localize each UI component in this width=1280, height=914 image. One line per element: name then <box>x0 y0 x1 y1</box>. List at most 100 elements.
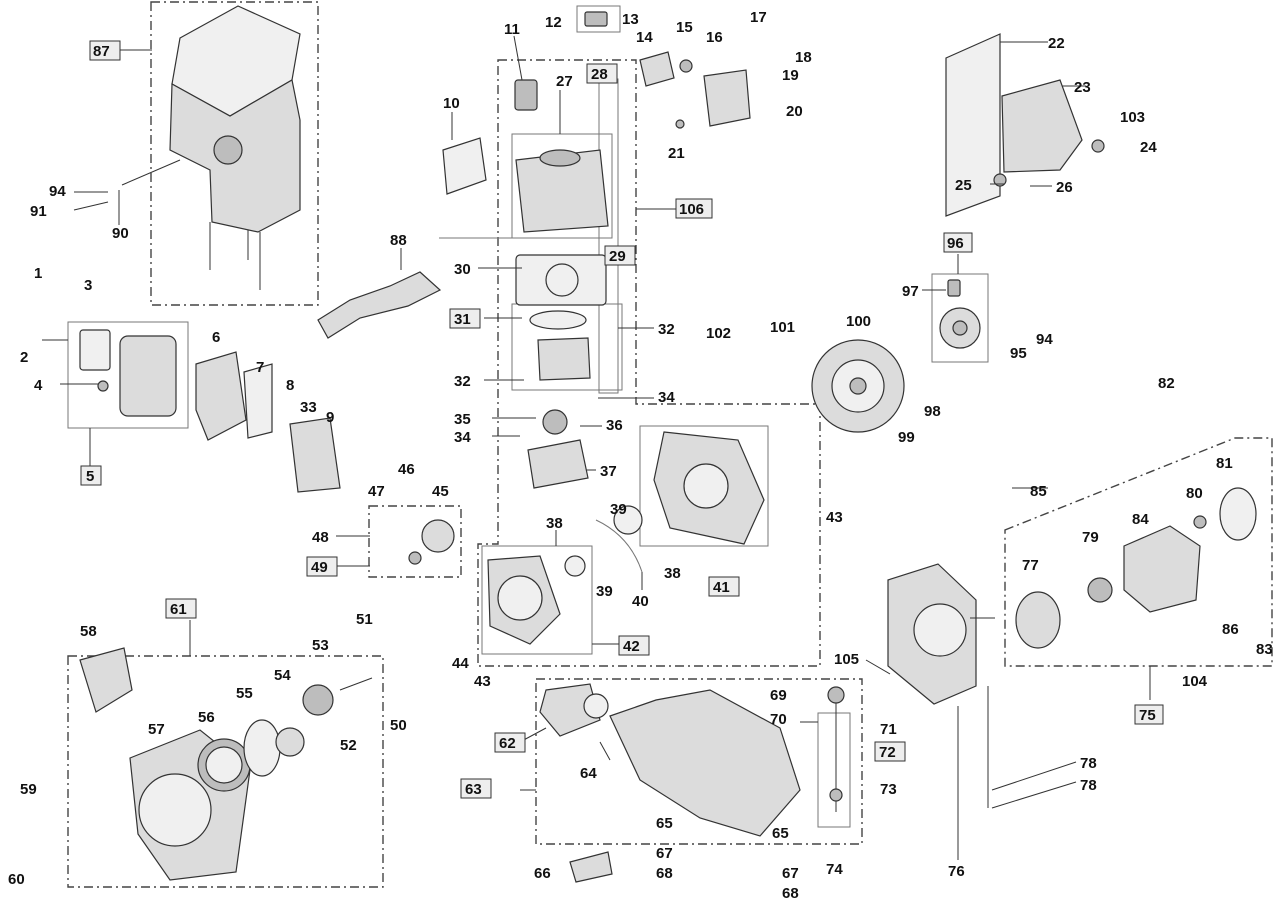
callout-72: 72 <box>879 744 896 761</box>
clutch-housing-part <box>887 563 995 808</box>
callout-17: 17 <box>750 9 767 26</box>
callout-96: 96 <box>947 235 964 252</box>
callout-20: 20 <box>786 103 803 120</box>
callout-49: 49 <box>311 559 328 576</box>
callout-48: 48 <box>312 529 329 546</box>
callout-51: 51 <box>356 611 373 628</box>
group-box-87 <box>150 1 319 306</box>
subbox-12 <box>576 5 621 33</box>
callout-88: 88 <box>390 232 407 249</box>
callout-21: 21 <box>668 145 685 162</box>
callout-35: 35 <box>454 411 471 428</box>
callout-74: 74 <box>826 861 843 878</box>
group-box-75 <box>1004 437 1273 667</box>
callout-90: 91 <box>30 203 47 220</box>
callout-34-left: 34 <box>454 429 471 446</box>
air-filter-part <box>79 329 177 417</box>
callout-43-right: 43 <box>826 509 843 526</box>
callout-40: 40 <box>632 593 649 610</box>
callout-11: 11 <box>504 21 520 38</box>
callout-65-left: 65 <box>656 815 673 832</box>
group-box-106 <box>477 59 821 667</box>
clutch-part <box>939 279 981 349</box>
callout-16: 16 <box>706 29 723 46</box>
callout-25: 25 <box>955 177 972 194</box>
callout-26: 26 <box>1056 179 1073 196</box>
callout-41: 41 <box>713 579 730 596</box>
callout-87: 87 <box>93 43 110 60</box>
callout-59: 59 <box>20 781 37 798</box>
callout-8: 8 <box>286 377 294 394</box>
callout-62: 62 <box>499 735 516 752</box>
callout-64: 64 <box>580 765 597 782</box>
callout-3: 3 <box>84 277 92 294</box>
gasket-part-7 <box>243 363 273 439</box>
callout-81: 81 <box>1216 455 1233 472</box>
callout-79: 79 <box>1082 529 1099 546</box>
callout-43-left: 43 <box>474 673 491 690</box>
callout-76: 76 <box>948 863 965 880</box>
callout-12: 12 <box>545 14 562 31</box>
engine-cover-part <box>121 5 301 290</box>
callout-14: 14 <box>636 29 653 46</box>
callout-67-right: 67 <box>782 865 799 882</box>
callout-105: 105 <box>834 651 859 668</box>
callout-54: 54 <box>274 667 291 684</box>
intake-part-9 <box>289 417 341 493</box>
callout-32-left: 32 <box>454 373 471 390</box>
subbox-96 <box>931 273 989 363</box>
callout-13: 13 <box>622 11 639 28</box>
group-box-61 <box>67 655 384 888</box>
callout-42: 42 <box>623 638 640 655</box>
gasket-part-10 <box>442 137 487 195</box>
callout-23: 23 <box>1074 79 1091 96</box>
callout-97: 97 <box>902 283 919 300</box>
group-box-49 <box>368 505 462 578</box>
callout-68-right: 68 <box>782 885 799 902</box>
callout-82: 82 <box>1158 375 1175 392</box>
callout-61: 61 <box>170 601 187 618</box>
callout-67-left: 67 <box>656 845 673 862</box>
callout-19: 19 <box>782 67 799 84</box>
callout-53: 53 <box>312 637 329 654</box>
callout-50: 50 <box>390 717 407 734</box>
callout-85: 85 <box>1030 483 1047 500</box>
callout-30: 30 <box>454 261 471 278</box>
callout-104: 104 <box>1182 673 1208 690</box>
subbox-28 <box>598 78 619 394</box>
callout-39-bottom: 39 <box>596 583 613 600</box>
callout-89: 90 <box>112 225 129 242</box>
callout-1: 1 <box>34 265 42 282</box>
flywheel-part <box>811 339 905 433</box>
callout-65-right: 65 <box>772 825 789 842</box>
callout-69: 69 <box>770 687 787 704</box>
callout-15: 15 <box>676 19 693 36</box>
callout-46: 46 <box>398 461 415 478</box>
clip-part <box>408 551 422 565</box>
callout-34-right: 34 <box>658 389 675 406</box>
callout-75: 75 <box>1139 707 1156 724</box>
callout-2: 2 <box>20 349 28 366</box>
callout-70: 70 <box>770 711 787 728</box>
ignition-part <box>584 11 751 129</box>
handle-part <box>539 683 845 837</box>
subbox-42 <box>481 545 593 655</box>
callout-labels: 87 94 91 90 88 10 11 12 13 14 15 16 17 1… <box>8 9 1273 902</box>
callout-77: 77 <box>1022 557 1039 574</box>
group-box-63 <box>535 678 863 845</box>
callout-32-right: 32 <box>658 321 675 338</box>
callout-86: 86 <box>1222 621 1239 638</box>
callout-18: 18 <box>795 49 812 66</box>
carburettor-part <box>195 351 247 441</box>
callout-100: 100 <box>846 313 871 330</box>
callout-33: 33 <box>300 399 317 416</box>
callout-95: 95 <box>1010 345 1027 362</box>
callout-99: 99 <box>898 429 915 446</box>
callout-39-top: 39 <box>610 501 627 518</box>
callout-84: 84 <box>1132 511 1149 528</box>
callout-66: 66 <box>534 865 551 882</box>
callout-24: 24 <box>1140 139 1157 156</box>
callout-36: 36 <box>606 417 623 434</box>
